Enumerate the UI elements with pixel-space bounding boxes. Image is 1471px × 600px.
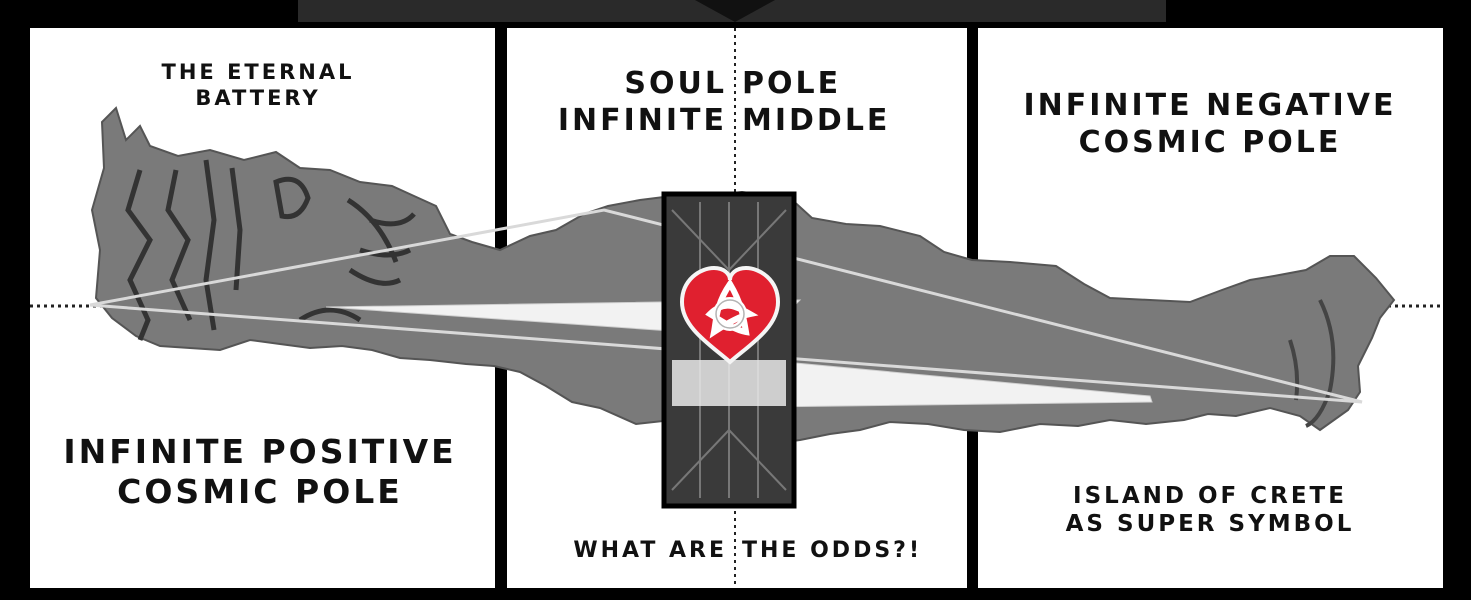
label-line: POLE <box>742 66 962 103</box>
label-the-odds: THE ODDS?! <box>742 538 962 565</box>
label-line: ISLAND OF CRETE <box>990 482 1430 510</box>
label-line: MIDDLE <box>742 103 962 140</box>
label-what-are: WHAT ARE <box>507 538 727 565</box>
label-line: SOUL <box>507 66 727 103</box>
label-negative-pole: INFINITE NEGATIVE COSMIC POLE <box>990 88 1430 161</box>
top-notch <box>695 0 775 22</box>
label-line: BATTERY <box>58 86 458 112</box>
label-line: COSMIC POLE <box>40 472 480 512</box>
label-pole-middle: POLE MIDDLE <box>742 66 962 139</box>
label-line: AS SUPER SYMBOL <box>990 510 1430 538</box>
label-line: INFINITE <box>507 103 727 140</box>
label-line: INFINITE NEGATIVE <box>990 88 1430 125</box>
label-crete-symbol: ISLAND OF CRETE AS SUPER SYMBOL <box>990 482 1430 538</box>
label-line: THE ETERNAL <box>58 60 458 86</box>
label-line: INFINITE POSITIVE <box>40 432 480 472</box>
label-eternal-battery: THE ETERNAL BATTERY <box>58 60 458 111</box>
label-positive-pole: INFINITE POSITIVE COSMIC POLE <box>40 432 480 513</box>
label-line: COSMIC POLE <box>990 125 1430 162</box>
label-soul-infinite: SOUL INFINITE <box>507 66 727 139</box>
